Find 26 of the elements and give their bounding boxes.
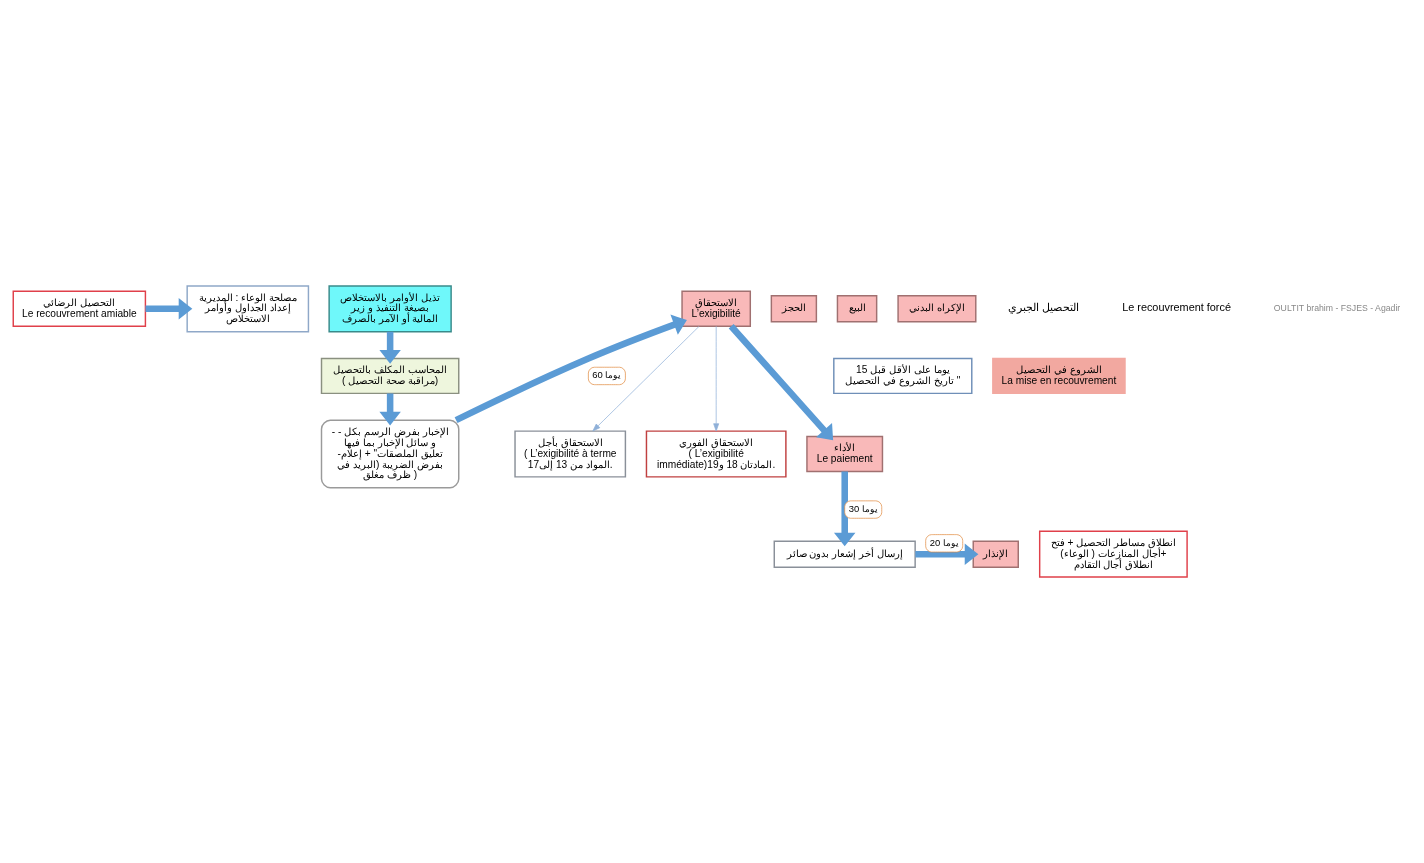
- node-box: المحاسب المكلف بالتحصيل ( مراقبة صحة التحصيل): [320, 357, 460, 395]
- arrow: [379, 331, 401, 364]
- node-box: - - الإخبار بفرض الرسم بكل و سائل الإخبار بما فيها -تعليق الملصقات" + إعلام بفرض الضريبة (البريد في ظرف مغلق ): [320, 419, 460, 489]
- arrow: [454, 314, 687, 424]
- arrow: [592, 325, 700, 432]
- node-box: مصلحة الوعاء : المديرية إعداد الجداول وأوامر الاستخلاص: [186, 285, 310, 333]
- edge-label: 60 يوما: [592, 369, 622, 381]
- arrow: [915, 543, 979, 565]
- arrow: [728, 324, 834, 441]
- node-box: الإنذار: [972, 540, 1019, 568]
- arrow: [379, 393, 401, 426]
- node-box: الحجز: [770, 295, 818, 323]
- arrow: [145, 298, 193, 320]
- label: التحصيل الجبري: [1008, 301, 1080, 314]
- label: OULTIT brahim - FSJES - Agadir: [1273, 303, 1401, 314]
- node-box: إرسال أخر إشعار بدون صائر: [773, 540, 916, 568]
- node-box: الإكراه البدني: [897, 295, 977, 323]
- edge-label: 20 يوما: [929, 536, 959, 548]
- node-box: انطلاق مساطر التحصيل + فتح أجال المنازعات ( الوعاء)+ انطلاق أجال التقادم: [1038, 530, 1188, 578]
- node-box: 15 يوما على الأقل قبل تاريخ الشروع في التحصيل ": [833, 357, 973, 395]
- node-box: تذيل الأوامر بالاستخلاص بصيغة التنفيذ و زير المالية أو الآمر بالصرف: [328, 285, 452, 333]
- arrow: [713, 325, 720, 432]
- label: Le recouvrement forcé: [1122, 301, 1231, 314]
- edge-label: 30 يوما: [848, 503, 878, 515]
- node-box: البيع: [836, 295, 878, 323]
- arrow: [833, 471, 856, 547]
